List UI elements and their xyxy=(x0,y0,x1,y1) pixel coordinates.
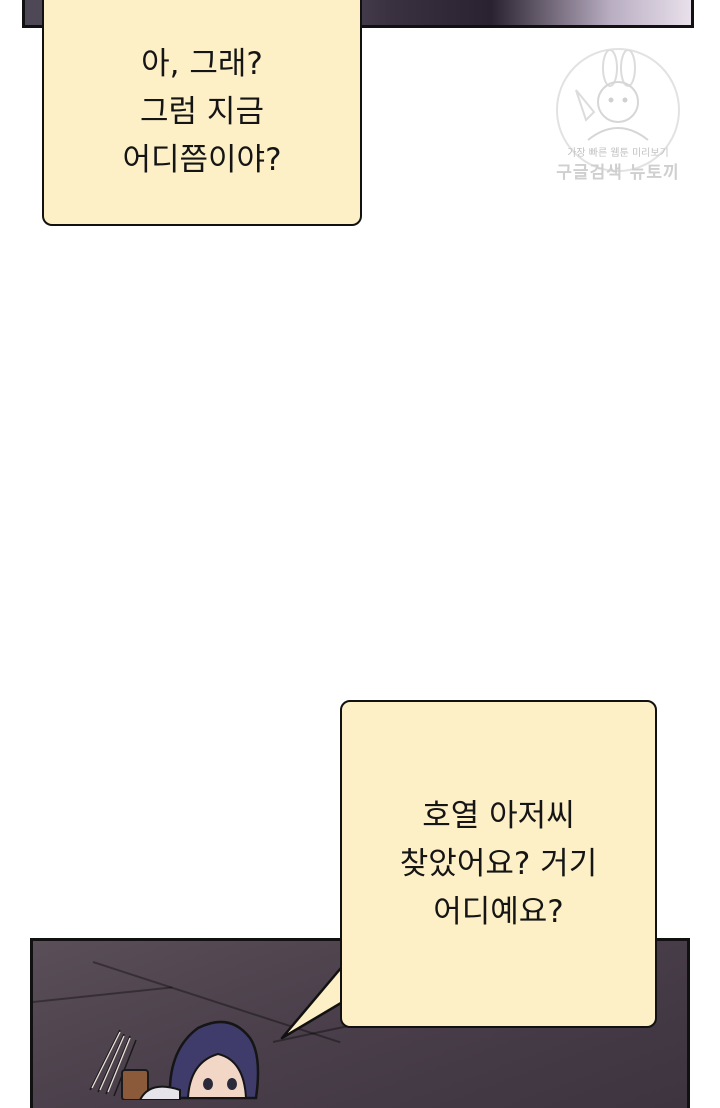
bubble-1-line-3: 어디쯤이야? xyxy=(122,142,282,178)
bubble-2-line-2: 찾았어요? 거기 xyxy=(399,846,598,882)
watermark-rabbit-logo-icon xyxy=(556,48,680,172)
floor-crack-line xyxy=(33,986,173,1003)
speech-bubble-2: 호열 아저씨 찾았어요? 거기 어디예요? xyxy=(340,700,657,1028)
bubble-2-line-1: 호열 아저씨 xyxy=(422,798,575,834)
bubble-1-line-1: 아, 그래? xyxy=(141,46,263,82)
watermark: 가장 빠른 웹툰 미리보기 구글검색 뉴토끼 xyxy=(538,48,698,188)
speech-bubble-1: 아, 그래? 그럼 지금 어디쯤이야? xyxy=(42,0,362,226)
watermark-title: 구글검색 뉴토끼 xyxy=(556,163,680,183)
watermark-caption: 가장 빠른 웹툰 미리보기 xyxy=(567,148,669,159)
bubble-2-line-3: 어디예요? xyxy=(433,894,564,930)
bubble-1-line-2: 그럼 지금 xyxy=(140,94,264,130)
character-illustration xyxy=(89,1020,260,1100)
